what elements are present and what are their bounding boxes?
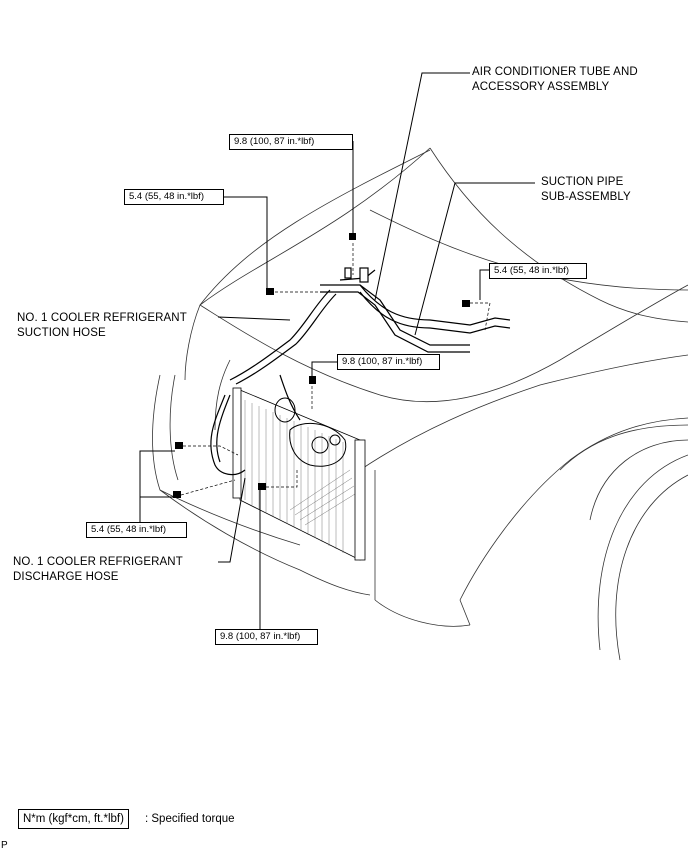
- compressor: [274, 397, 347, 467]
- legend-unit-box: N*m (kgf*cm, ft.*lbf): [18, 809, 129, 829]
- refrigerant-hoses: [210, 289, 337, 476]
- tube-assembly-label: AIR CONDITIONER TUBE AND ACCESSORY ASSEM…: [472, 65, 638, 95]
- fender-outline: [359, 354, 688, 661]
- discharge-hose-label-line2: DISCHARGE HOSE: [13, 571, 119, 583]
- bolt-dashed-lines: [180, 243, 491, 496]
- torque-box-top: 9.8 (100, 87 in.*lbf): [229, 134, 353, 150]
- discharge-hose-label: NO. 1 COOLER REFRIGERANT DISCHARGE HOSE: [13, 555, 183, 585]
- suction-pipe-label: SUCTION PIPE SUB-ASSEMBLY: [541, 175, 631, 205]
- suction-hose-label: NO. 1 COOLER REFRIGERANT SUCTION HOSE: [17, 311, 187, 341]
- tube-assembly-label-line1: AIR CONDITIONER TUBE AND: [472, 66, 638, 78]
- condenser: [232, 387, 366, 561]
- suction-pipe-label-line2: SUB-ASSEMBLY: [541, 191, 631, 203]
- suction-hose-label-line1: NO. 1 COOLER REFRIGERANT: [17, 312, 187, 324]
- corner-mark: P: [1, 840, 8, 851]
- suction-hose-label-line2: SUCTION HOSE: [17, 327, 106, 339]
- legend-description: : Specified torque: [145, 813, 235, 825]
- discharge-hose-label-line1: NO. 1 COOLER REFRIGERANT: [13, 556, 183, 568]
- torque-box-lower-left: 5.4 (55, 48 in.*lbf): [86, 522, 187, 538]
- torque-box-right: 5.4 (55, 48 in.*lbf): [489, 263, 587, 279]
- tube-assembly-label-line2: ACCESSORY ASSEMBLY: [472, 81, 610, 93]
- torque-box-bottom: 9.8 (100, 87 in.*lbf): [215, 629, 318, 645]
- torque-box-left: 5.4 (55, 48 in.*lbf): [124, 189, 224, 205]
- hood-outline: [184, 147, 688, 403]
- leader-lines: [139, 72, 535, 630]
- suction-pipe-label-line1: SUCTION PIPE: [541, 176, 624, 188]
- torque-box-middle: 9.8 (100, 87 in.*lbf): [337, 354, 440, 370]
- bolts: [173, 233, 470, 498]
- tube-assembly: [320, 267, 511, 353]
- bumper-outline: [152, 359, 371, 596]
